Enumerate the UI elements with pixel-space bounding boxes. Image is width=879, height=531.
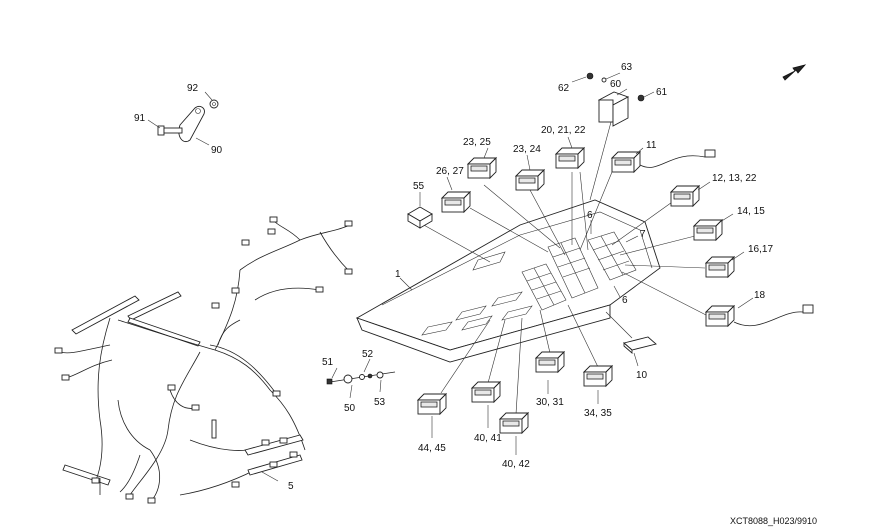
screw-assembly-50-53 (326, 371, 396, 385)
switch-34-35 (583, 365, 613, 387)
callout-1: 1 (395, 269, 401, 280)
switch-12-13-22 (670, 185, 700, 207)
callout-26-27: 26, 27 (436, 166, 464, 177)
callout-92: 92 (187, 83, 199, 94)
part-10-blank-plate (623, 336, 657, 354)
switch-40-41 (471, 381, 501, 403)
nut-62-icon (586, 72, 594, 80)
callout-23-24: 23, 24 (513, 144, 541, 155)
cable-switch-18 (733, 311, 804, 327)
callout-55: 55 (413, 181, 425, 192)
callout-63: 63 (621, 62, 633, 73)
callout-90: 90 (211, 145, 223, 156)
bracket-90 (178, 105, 205, 143)
callout-6-top: 6 (587, 210, 593, 221)
switch-16-17 (705, 256, 735, 278)
callout-52: 52 (362, 349, 374, 360)
bolt-91-icon (157, 125, 183, 136)
callout-40-42: 40, 42 (502, 459, 530, 470)
cable-switch-11 (639, 155, 706, 168)
callout-6-bottom: 6 (622, 295, 628, 306)
drawing-code: XCT8088_H023/9910 (730, 516, 817, 526)
switch-11 (611, 151, 641, 173)
callout-18: 18 (754, 290, 766, 301)
callout-44-45: 44, 45 (418, 443, 446, 454)
connector-icon (802, 304, 814, 314)
callout-11: 11 (646, 140, 657, 151)
nut-92-icon (209, 99, 219, 109)
callout-30-31: 30, 31 (536, 397, 564, 408)
washer-63-icon (601, 77, 607, 83)
callout-62: 62 (558, 83, 570, 94)
switch-18 (705, 305, 735, 327)
callout-7: 7 (640, 229, 646, 240)
connector-icon (704, 149, 716, 158)
leader-lines (421, 121, 709, 415)
switch-14-15 (693, 219, 723, 241)
callout-12-13-22: 12, 13, 22 (712, 173, 757, 184)
callout-14-15: 14, 15 (737, 206, 765, 217)
switch-26-27 (441, 191, 471, 213)
part-55-block (407, 206, 433, 229)
wiring-harness (54, 216, 353, 504)
screw-61-icon (637, 94, 645, 102)
switch-40-42 (499, 412, 529, 434)
callout-61: 61 (656, 87, 668, 98)
callout-ticks (147, 72, 754, 482)
callout-51: 51 (322, 357, 334, 368)
callout-5: 5 (288, 481, 294, 492)
switch-23-25 (467, 157, 497, 179)
callout-20-21-22: 20, 21, 22 (541, 125, 586, 136)
callout-53: 53 (374, 397, 386, 408)
part-60-module (597, 91, 630, 127)
callout-16-17: 16,17 (748, 244, 773, 255)
direction-arrow-icon (782, 64, 807, 81)
callout-40-41: 40, 41 (474, 433, 502, 444)
callout-23-25: 23, 25 (463, 137, 491, 148)
switch-23-24 (515, 169, 545, 191)
callout-10: 10 (636, 370, 648, 381)
callout-50: 50 (344, 403, 356, 414)
switch-44-45 (417, 393, 447, 415)
callout-60: 60 (610, 79, 622, 90)
switch-30-31 (535, 351, 565, 373)
switch-20-21-22 (555, 147, 585, 169)
callout-34-35: 34, 35 (584, 408, 612, 419)
console-panel (355, 199, 661, 363)
callout-91: 91 (134, 113, 146, 124)
